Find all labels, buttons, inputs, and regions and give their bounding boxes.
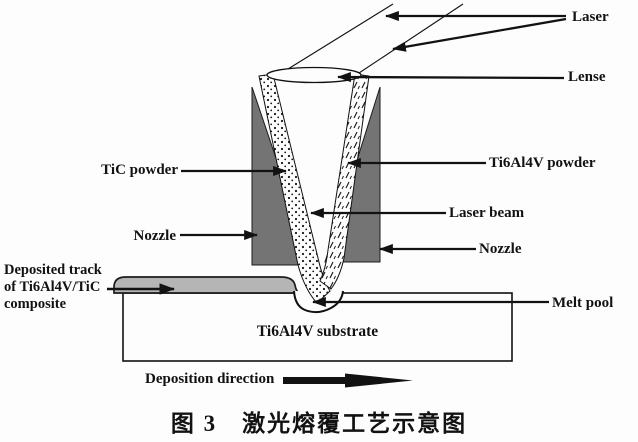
label-laser: Laser [572,9,609,25]
tic-powder-stream [258,73,331,304]
label-melt-pool: Melt pool [552,295,614,311]
laser-pointer-arrow-2 [392,17,567,52]
label-ti6al4v-powder: Ti6Al4V powder [489,155,596,171]
label-deposited-track: Deposited track of Ti6Al4V/TiC composite [4,262,122,313]
label-tic-powder: TiC powder [101,162,178,178]
label-deposited-track-line2: of Ti6Al4V/TiC [4,279,101,295]
lens-shape [266,66,362,84]
label-deposited-track-line1: Deposited track [4,262,102,278]
ti6al4v-powder-stream [319,73,370,290]
label-laser-beam: Laser beam [449,205,525,221]
figure-caption: 图 3 激光熔覆工艺示意图 [170,411,468,436]
label-lense: Lense [568,69,606,85]
deposition-direction-arrow-icon [283,373,413,388]
label-substrate: Ti6Al4V substrate [256,323,379,340]
label-nozzle-right: Nozzle [479,241,522,257]
lense-pointer-arrow [337,71,565,83]
label-nozzle-left: Nozzle [133,228,176,244]
label-deposited-track-line3: composite [4,296,67,312]
deposited-track-shape [113,276,302,294]
laser-ray-left [287,3,394,70]
label-deposition-direction: Deposition direction [145,371,275,387]
